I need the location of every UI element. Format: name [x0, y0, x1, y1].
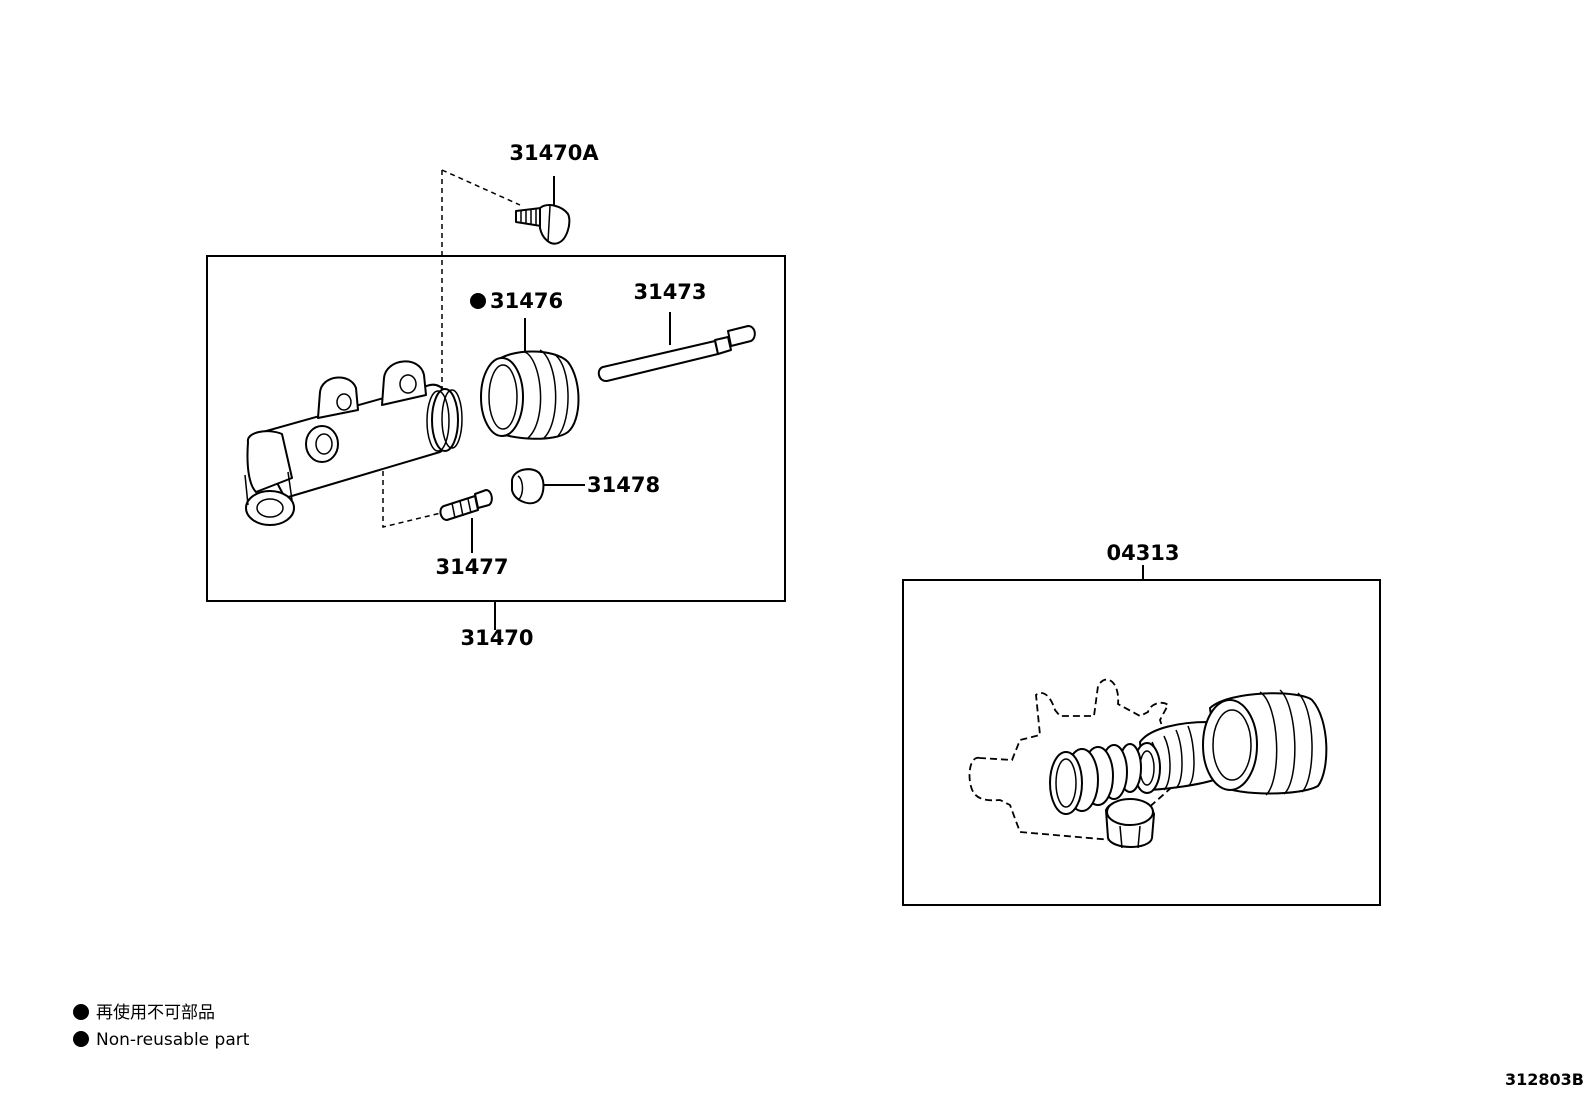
legend: 再使用不可部品 Non-reusable part [73, 1002, 250, 1050]
legend-marker-icon-1 [73, 1004, 89, 1020]
release-cylinder-body [244, 360, 463, 526]
non-reusable-marker-icon [470, 293, 486, 309]
illustration-code: 312803B [1505, 1070, 1584, 1089]
bleeder-cap-31478-part [511, 468, 545, 505]
label-31478: 31478 [587, 473, 660, 497]
label-31470: 31470 [460, 626, 533, 650]
legend-japanese-text: 再使用不可部品 [96, 1002, 215, 1023]
label-04313: 04313 [1106, 541, 1179, 565]
bolt-31470a-part [515, 204, 571, 245]
boot-31476-part [480, 349, 580, 440]
repair-kit-box-04313 [902, 579, 1381, 906]
legend-english-text: Non-reusable part [96, 1030, 250, 1050]
push-rod-31473-part [597, 325, 756, 382]
legend-marker-icon-2 [73, 1031, 89, 1047]
label-31470a: 31470A [509, 141, 599, 165]
label-31477: 31477 [435, 555, 508, 579]
label-31476: 31476 [490, 289, 563, 313]
bleeder-plug-31477-part [439, 489, 493, 521]
label-31473: 31473 [633, 280, 706, 304]
repair-kit-parts [968, 678, 1328, 849]
leader-lines-main [471, 176, 671, 630]
